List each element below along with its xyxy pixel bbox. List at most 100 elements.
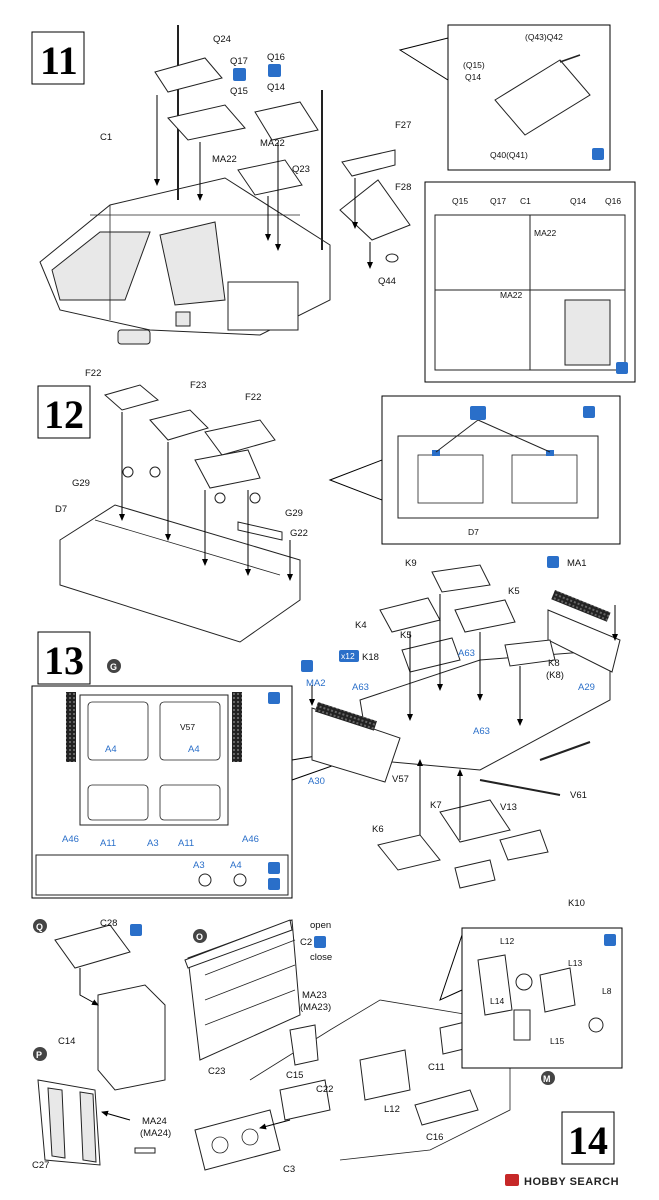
label-f22-b: F22 [245, 392, 261, 403]
label-q17: Q17 [230, 56, 248, 67]
sprue-letter-m: M [543, 1074, 551, 1084]
sprue-letter-p: P [36, 1050, 42, 1060]
label-k18: K18 [362, 652, 379, 663]
part-g29-d [249, 492, 261, 504]
inset-b-label-q16: Q16 [605, 196, 621, 206]
inset-b-label-ma22-a: MA22 [534, 228, 556, 238]
step-11-number: 11 [40, 38, 78, 83]
step-13-number: 13 [44, 638, 84, 683]
label-f27: F27 [395, 120, 411, 131]
callout-pointer-12 [328, 459, 383, 501]
inset-14-part-l13 [539, 967, 576, 1013]
inset-14-part-l15 [513, 1009, 531, 1041]
inset-13-grille-right [232, 692, 242, 762]
inset-14-label-l14: L14 [490, 996, 504, 1006]
label-open: open [310, 920, 331, 931]
label-c27: C27 [32, 1160, 49, 1171]
inset-13-label-a3-b: A3 [193, 860, 205, 871]
up-icon-c28 [130, 924, 142, 936]
inset-13-label-a4-c: A4 [230, 860, 242, 871]
part-g29-b [149, 466, 161, 478]
paint-icon-ma1 [547, 556, 559, 568]
label-a30: A30 [308, 776, 325, 787]
step-14-box [561, 1111, 615, 1165]
label-d7: D7 [55, 504, 67, 515]
grille-ma1 [551, 589, 611, 622]
label-f28: F28 [395, 182, 411, 193]
callout-pointer-11a [398, 37, 449, 81]
label-c11: C11 [428, 1062, 445, 1073]
part-v61 [539, 741, 591, 761]
part-ma24 [134, 1147, 156, 1154]
label-q15: Q15 [230, 86, 248, 97]
inset-14-label-l12: L12 [500, 936, 514, 946]
label-q44: Q44 [378, 276, 396, 287]
label-k7: K7 [430, 800, 442, 811]
step-11: 11 Q24 Q17 [31, 24, 636, 383]
label-c14: C14 [58, 1036, 75, 1047]
plate-q14 [254, 101, 319, 141]
inset-13-label-a4-b: A4 [188, 744, 200, 755]
part-a29 [547, 609, 621, 673]
sprue-letter-q: Q [36, 922, 43, 932]
paint-icon-ma2 [301, 660, 313, 672]
sprue-letter-o: O [196, 932, 203, 942]
box-c14 [97, 984, 166, 1091]
watermark: HOBBY SEARCH [505, 1174, 619, 1188]
arrow-14c [259, 1119, 291, 1130]
label-k8: K8 [548, 658, 560, 669]
inset-13-label-a3-a: A3 [147, 838, 159, 849]
frame-k7 [439, 799, 511, 843]
label-ma22-a: MA22 [260, 138, 285, 149]
label-k8-alt: (K8) [546, 670, 564, 681]
plate-k5-b [401, 637, 461, 673]
inset-11-panel [494, 59, 591, 136]
label-ma1: MA1 [567, 558, 587, 569]
bracket-f22-a [103, 384, 160, 411]
grille-ma2 [314, 702, 377, 731]
label-ma22-b: MA22 [212, 154, 237, 165]
inset-b-label-q15: Q15 [452, 196, 468, 206]
part-c3 [194, 1109, 281, 1171]
inset-13-side-strip [35, 854, 289, 896]
inset-14-part-l14 [515, 973, 533, 991]
label-c16: C16 [426, 1132, 443, 1143]
label-q16: Q16 [267, 52, 285, 63]
inset-13-label-v57: V57 [180, 722, 195, 732]
plate-d7 [59, 504, 301, 643]
inset-14-part-l12 [477, 954, 513, 1016]
part-g29-a [122, 466, 134, 478]
watermark-logo-icon [505, 1174, 519, 1186]
hull-rear-k-parts [359, 649, 611, 771]
hull-upper-c1 [39, 177, 331, 345]
part-q44 [385, 253, 399, 263]
inset-13-label-a4-a: A4 [105, 744, 117, 755]
inset-12-label-d7: D7 [468, 527, 479, 537]
inset-12-plate [397, 435, 599, 519]
arrow-14a [79, 968, 99, 1006]
arrow-14b [101, 1110, 131, 1121]
inset-b-label-ma22-b: MA22 [500, 290, 522, 300]
decal-mark-b [546, 450, 554, 456]
part-g29-c [214, 492, 226, 504]
glue-icon-13b [268, 862, 280, 874]
part-v13 [479, 779, 561, 796]
label-k5-a: K5 [508, 586, 520, 597]
quantity-badge-k18 [339, 650, 359, 662]
label-q24: Q24 [213, 34, 231, 45]
label-c22: C22 [316, 1084, 333, 1095]
inset-label-q15: (Q15) [463, 60, 485, 70]
inset-14-part-l8 [588, 1017, 604, 1033]
sprue-marker-m [541, 1071, 555, 1085]
frame-k10-a [454, 859, 496, 889]
part-g22 [237, 521, 283, 541]
inset-b-label-q17: Q17 [490, 196, 506, 206]
part-c22 [279, 1079, 331, 1121]
part-l12-main [359, 1049, 411, 1101]
inset-14-label-l8: L8 [602, 986, 612, 996]
label-q23: Q23 [292, 164, 310, 175]
label-k5-b: K5 [400, 630, 412, 641]
label-v61: V61 [570, 790, 587, 801]
